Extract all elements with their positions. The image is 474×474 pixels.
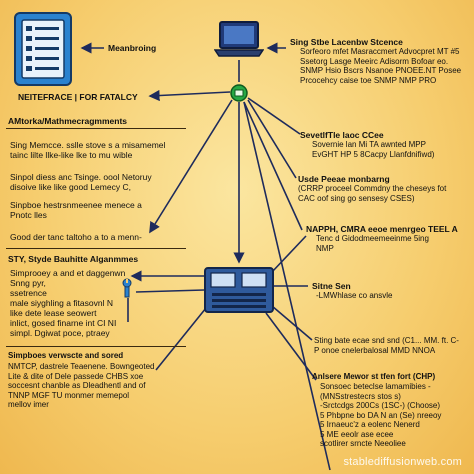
wire-node-left-block bbox=[149, 99, 233, 234]
laptop-icon bbox=[214, 21, 264, 57]
wire-server-r3 bbox=[271, 235, 307, 273]
label-interface: NEITEFRACE | FOR FATALCY bbox=[18, 92, 138, 102]
wire-node-r2 bbox=[247, 99, 297, 179]
wire-server-r6 bbox=[265, 312, 317, 381]
r1-body: Sovernie lan Mi TA awnted MPP EvGHT HP 5… bbox=[312, 140, 435, 159]
green-node-icon bbox=[230, 84, 248, 102]
left-block-4: Good der tanc taltoho a to a menn- bbox=[10, 232, 142, 242]
watermark: stablediffusionweb.com bbox=[343, 456, 462, 468]
left-block-2: Sinpol diess anc Tsinge. oool Netoruy di… bbox=[10, 172, 152, 192]
r2-body: (CRRP proceel Commdny the cheseys fot CA… bbox=[298, 184, 447, 203]
r1-title: SevetlfTle laoc CCee bbox=[300, 130, 384, 140]
wire-server-r5 bbox=[271, 305, 313, 341]
wire-server-tool bbox=[135, 289, 205, 293]
top-right-body: Sorfeoro mfet Masraccmert Advocpret MT #… bbox=[300, 47, 462, 85]
r4-title: Sitne Sen bbox=[312, 281, 351, 291]
sidebar-divider-1 bbox=[6, 128, 186, 129]
wire-node-r1 bbox=[247, 97, 301, 135]
r2-title: Usde Peeae monbarng bbox=[298, 174, 390, 184]
server-icon bbox=[204, 267, 274, 313]
left-block-1: Sing Memcce. sslle stove s a misamemel t… bbox=[10, 140, 166, 160]
sidebar-header: AMtorka/Mathmecragmments bbox=[8, 116, 128, 126]
wrench-icon bbox=[122, 278, 132, 298]
top-right-title: Sing Stbe Lacenbw Stcence bbox=[290, 37, 403, 47]
r3-body: Tenc d Gidodmeemeeinme 5ing NMP bbox=[316, 234, 429, 253]
left-block-3: Sinpboe hestrsnmeenee menece a Pnotc lle… bbox=[10, 200, 142, 220]
document-panel-icon bbox=[14, 12, 72, 86]
wire-node-r3 bbox=[243, 101, 303, 231]
left-section-3-body: NMTCP, dastrele Teaenene. Bowngeoted Lit… bbox=[8, 362, 155, 409]
r3-title: NAPPH, CMRA eeoe menrgeo TEEL A bbox=[306, 224, 458, 234]
sidebar-divider-2 bbox=[6, 248, 186, 249]
r5-body: Sting bate ecae snd snd (C1... MM. ft. C… bbox=[314, 336, 459, 355]
left-section-2-title: STY, Styde Bauhitte Alganmmes bbox=[8, 254, 139, 264]
label-monitoring: Meanbroing bbox=[108, 43, 157, 53]
left-section-3-title: Simpboes verwscte and sored bbox=[8, 351, 124, 360]
wire-node-interface bbox=[148, 89, 231, 102]
r6-title: Anlsere Mewor st tfen fort (CHP) bbox=[312, 372, 436, 381]
r6-body: Sonsoec beteclse lamamibies - (MNSstrest… bbox=[320, 382, 442, 448]
r4-body: -LMWhlase co ansvle bbox=[316, 291, 393, 300]
sidebar-divider-3 bbox=[6, 346, 186, 347]
left-section-2-body: Simprooey a and et daggenwn Snng pyr, ss… bbox=[10, 268, 126, 338]
wire-server-left-low bbox=[155, 307, 207, 371]
